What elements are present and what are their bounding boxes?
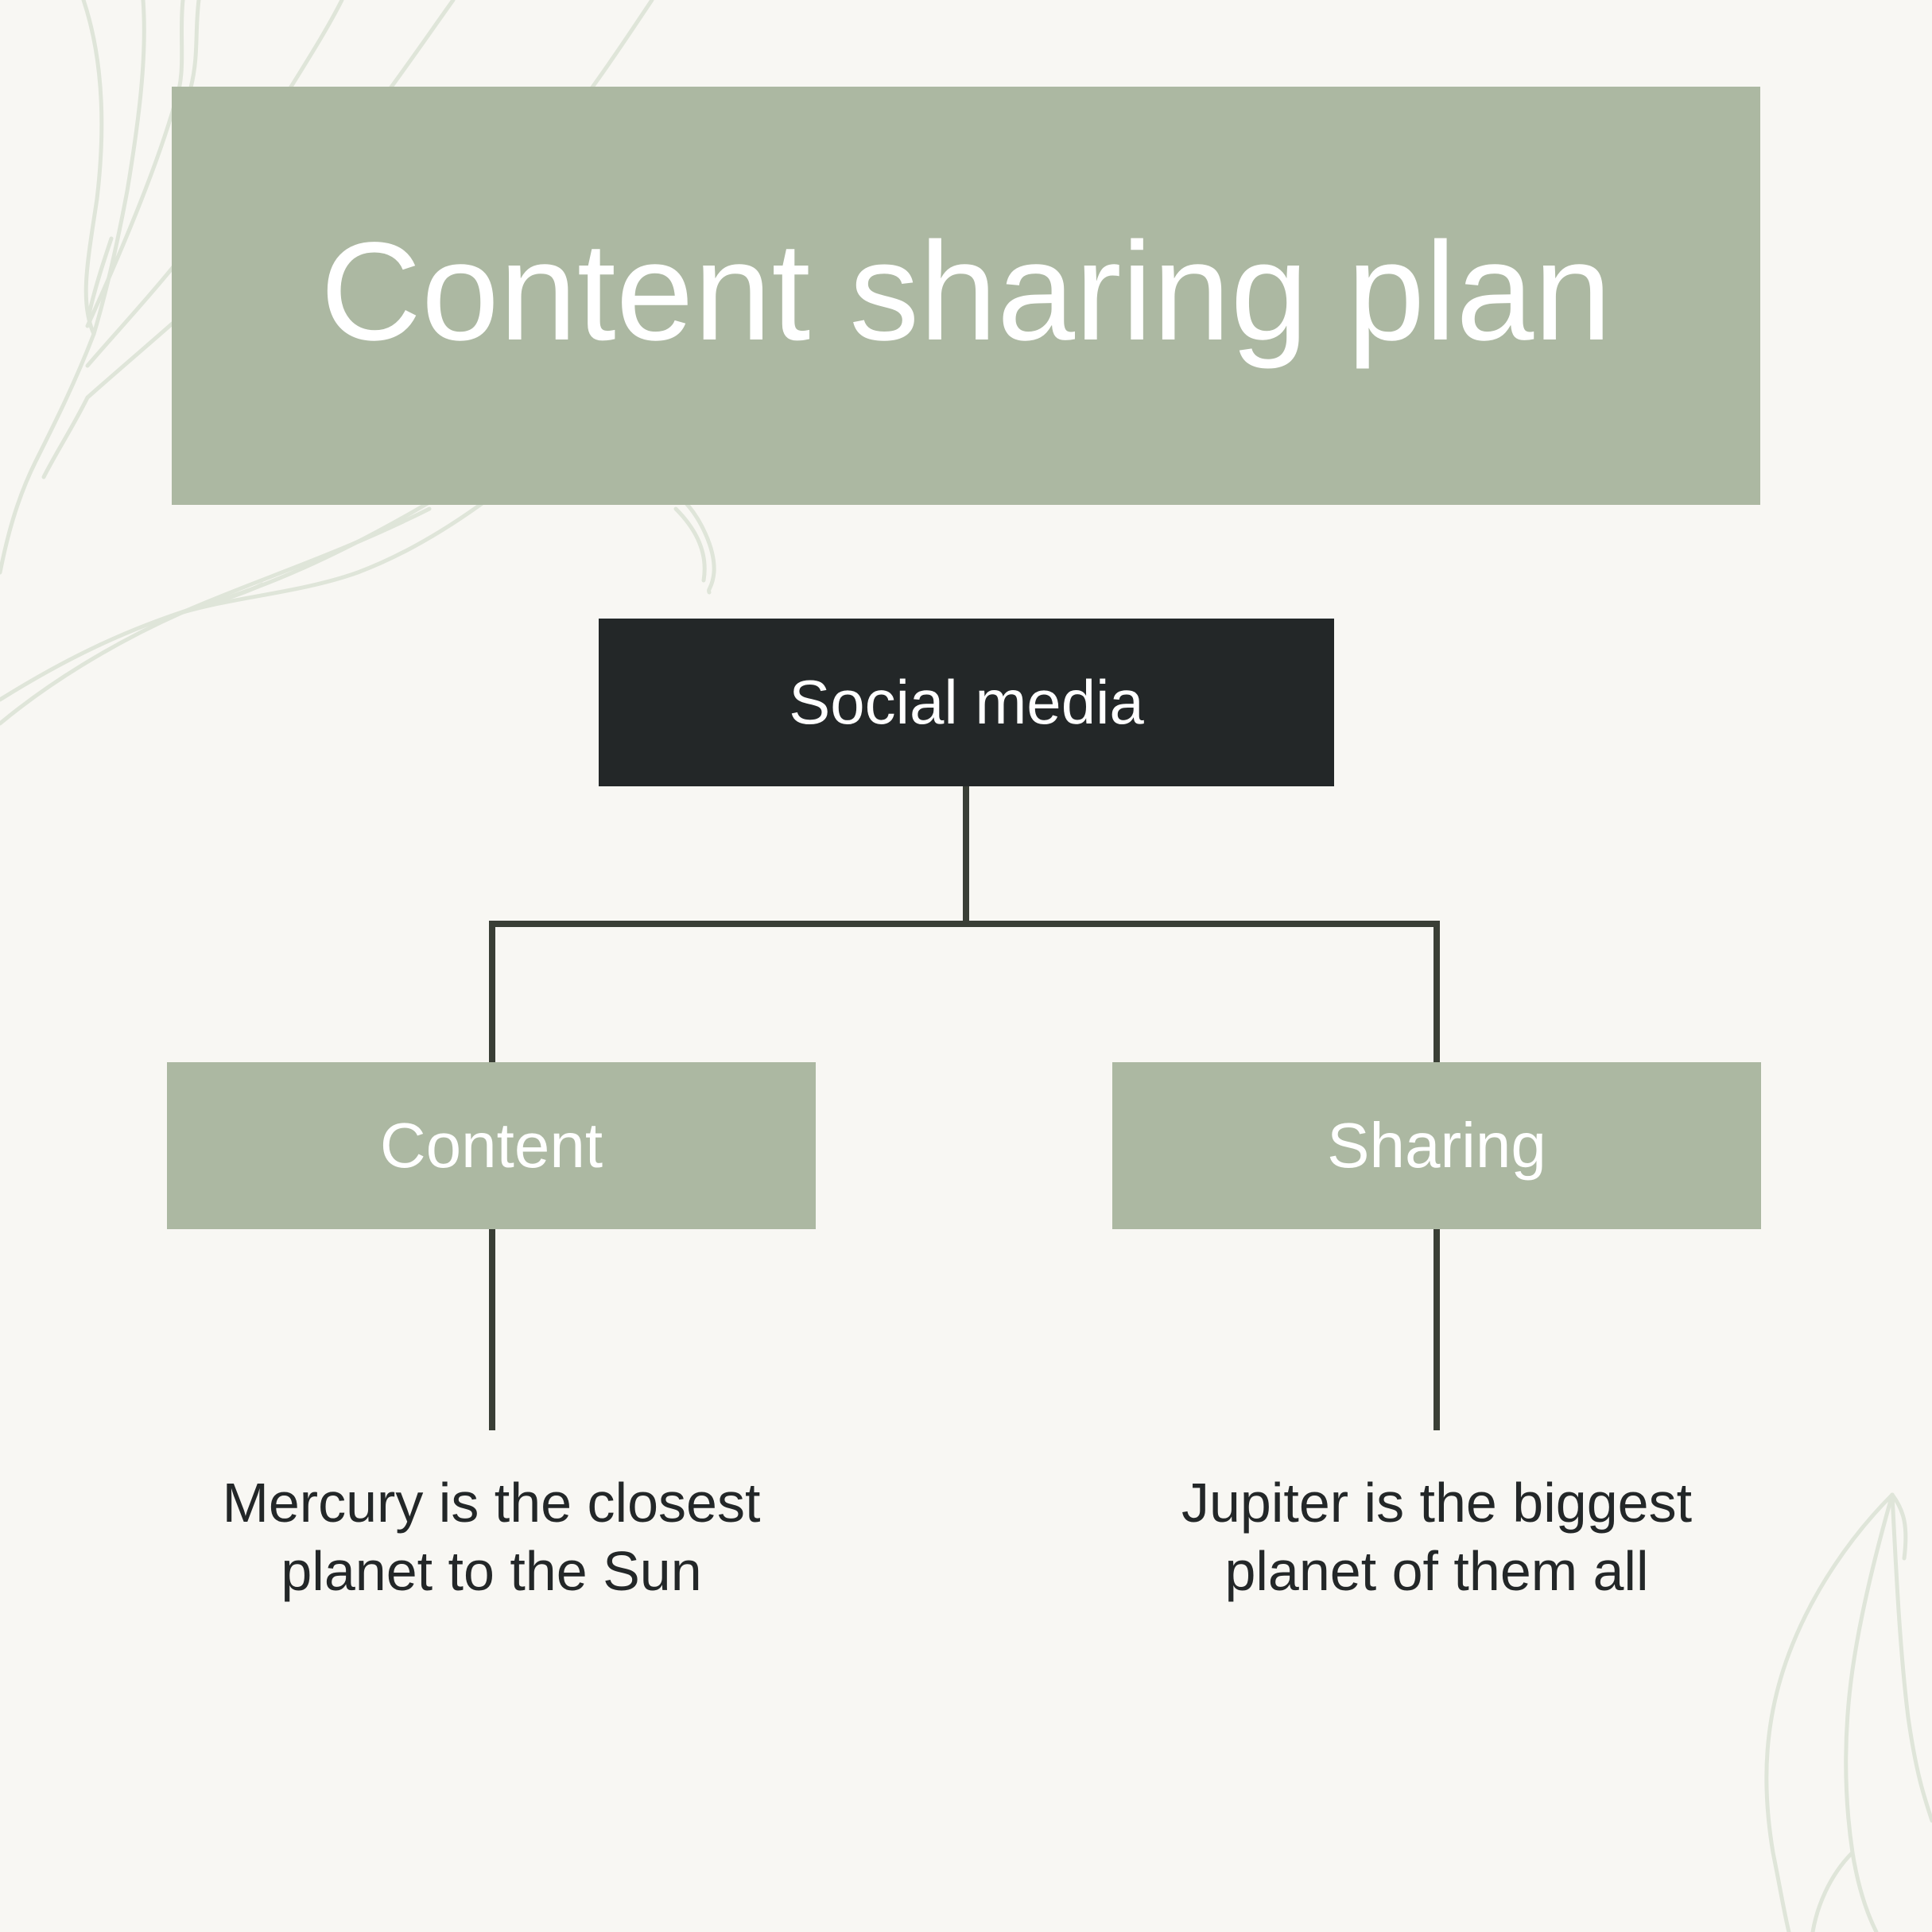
node-sharing-label: Sharing bbox=[1327, 1110, 1546, 1181]
branch-horizontal-line bbox=[489, 921, 1440, 1065]
page-title: Content sharing plan bbox=[320, 214, 1612, 370]
node-content: Content bbox=[167, 1062, 816, 1229]
content-description: Mercury is the closest planet to the Sun bbox=[167, 1468, 816, 1605]
title-banner: Content sharing plan bbox=[172, 87, 1760, 505]
sharing-description-line: planet of them all bbox=[1224, 1540, 1649, 1602]
node-content-label: Content bbox=[379, 1110, 603, 1181]
sharing-description-line: Jupiter is the biggest bbox=[1181, 1472, 1693, 1534]
node-sharing: Sharing bbox=[1112, 1062, 1761, 1229]
sharing-description: Jupiter is the biggest planet of them al… bbox=[1112, 1468, 1761, 1605]
node-social-media: Social media bbox=[599, 619, 1334, 786]
content-description-line: planet to the Sun bbox=[281, 1540, 702, 1602]
node-social-media-label: Social media bbox=[789, 667, 1144, 737]
content-description-line: Mercury is the closest bbox=[222, 1472, 761, 1534]
